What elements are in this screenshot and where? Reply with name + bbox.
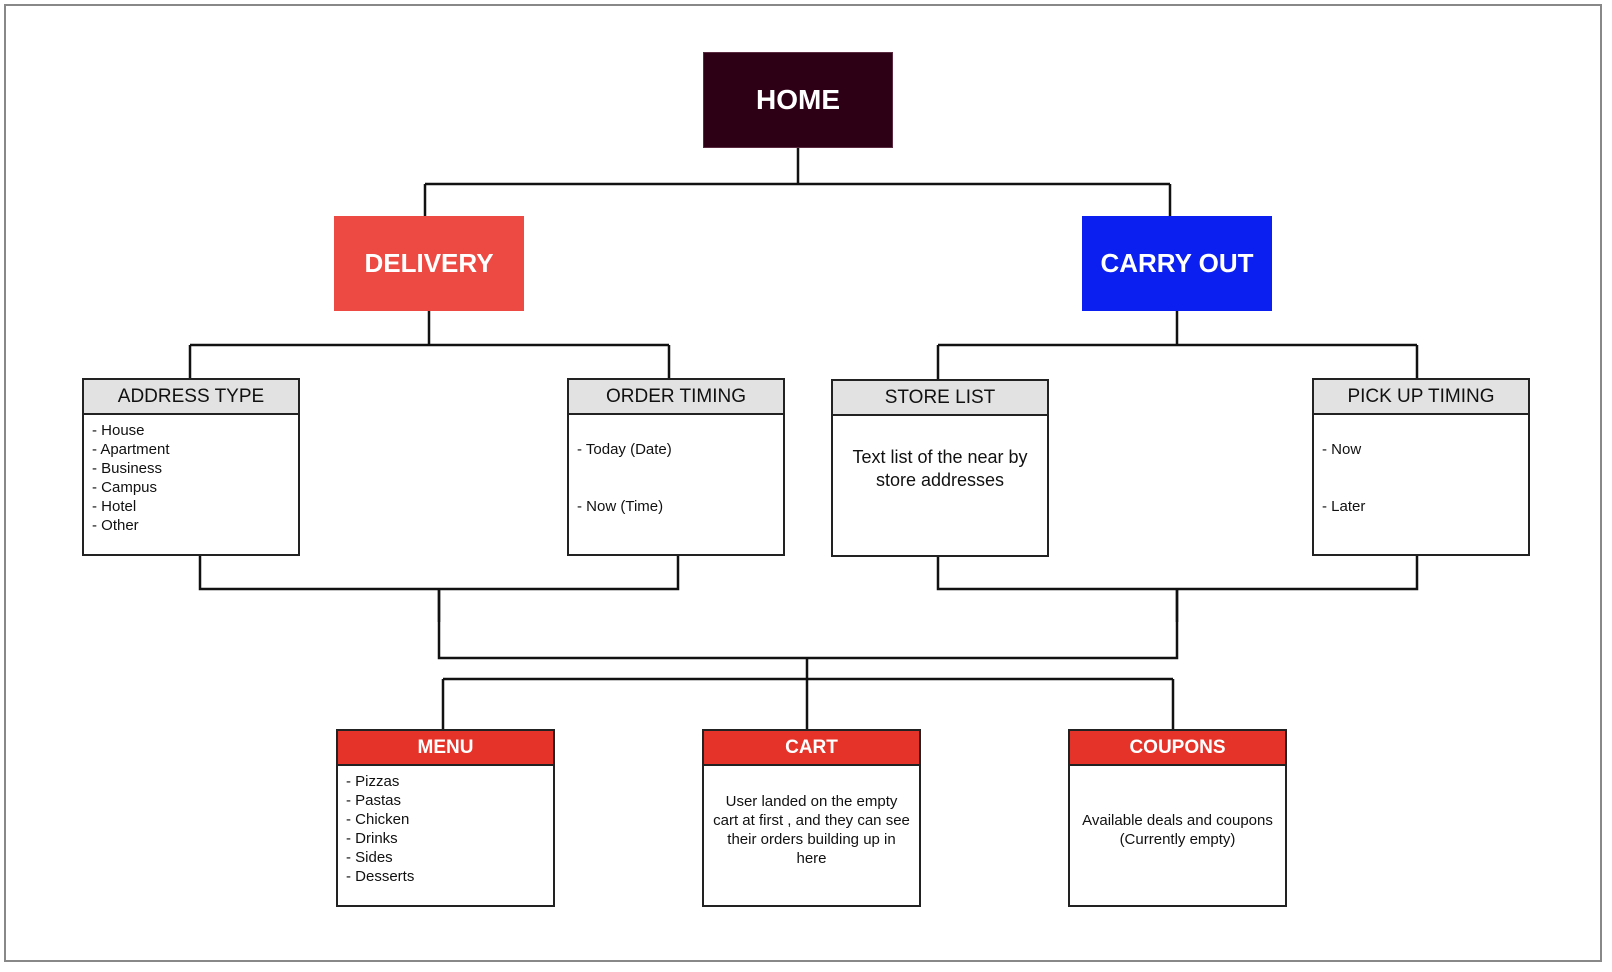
list-item: - Pizzas — [346, 773, 400, 790]
order-timing-title: ORDER TIMING — [569, 380, 783, 415]
store-list-description: Text list of the near by store addresses — [852, 447, 1028, 490]
menu-title: MENU — [338, 731, 553, 766]
cart-title: CART — [704, 731, 919, 766]
delivery-label: DELIVERY — [364, 248, 494, 278]
connector-home-to-branches — [423, 148, 1172, 216]
list-item: - Hotel — [92, 498, 137, 515]
list-item: - Now (Time) — [577, 498, 664, 515]
cart-card[interactable]: CART User landed on the empty cart at fi… — [702, 729, 921, 907]
cart-body: User landed on the empty cart at first ,… — [704, 766, 919, 905]
connector-carryout-to-children — [936, 311, 1419, 379]
order-timing-body: - Today (Date) - Now (Time) — [569, 415, 783, 555]
connector-to-bottom — [441, 658, 1175, 729]
list-item: - Later — [1322, 498, 1366, 515]
list-item: - Business — [92, 460, 163, 477]
store-list-body: Text list of the near by store addresses — [833, 416, 1047, 555]
diagram-frame — [4, 4, 1602, 962]
home-label: HOME — [756, 84, 840, 115]
coupons-title: COUPONS — [1070, 731, 1285, 766]
store-list-title: STORE LIST — [833, 381, 1047, 416]
cart-description: User landed on the empty cart at first ,… — [713, 793, 910, 867]
address-type-list: - House - Apartment - Business - Campus … — [84, 415, 298, 535]
list-item: - Now — [1322, 441, 1362, 458]
address-type-card[interactable]: ADDRESS TYPE - House - Apartment - Busin… — [82, 378, 300, 556]
order-timing-card[interactable]: ORDER TIMING - Today (Date) - Now (Time) — [567, 378, 785, 556]
list-item: - Campus — [92, 479, 158, 496]
coupons-body: Available deals and coupons (Currently e… — [1070, 766, 1285, 905]
list-item: - Desserts — [346, 868, 415, 885]
pick-up-timing-list: - Now - Later — [1314, 415, 1528, 555]
pick-up-timing-card[interactable]: PICK UP TIMING - Now - Later — [1312, 378, 1530, 556]
address-type-title: ADDRESS TYPE — [84, 380, 298, 415]
address-type-body: - House - Apartment - Business - Campus … — [84, 415, 298, 554]
carry-out-label: CARRY OUT — [1100, 248, 1254, 278]
list-item: - Apartment — [92, 441, 170, 458]
connector-joint — [437, 589, 1179, 660]
pick-up-timing-body: - Now - Later — [1314, 415, 1528, 555]
list-item: - Sides — [346, 849, 393, 866]
list-item: - Pastas — [346, 792, 402, 809]
list-item: - Chicken — [346, 811, 410, 828]
pick-up-timing-title: PICK UP TIMING — [1314, 380, 1528, 415]
menu-list: - Pizzas - Pastas - Chicken - Drinks - S… — [338, 766, 553, 886]
order-timing-list: - Today (Date) - Now (Time) — [569, 415, 783, 555]
list-item: - Today (Date) — [577, 441, 672, 458]
coupons-card[interactable]: COUPONS Available deals and coupons (Cur… — [1068, 729, 1287, 907]
menu-card[interactable]: MENU - Pizzas - Pastas - Chicken - Drink… — [336, 729, 555, 907]
carry-out-node[interactable]: CARRY OUT — [1082, 216, 1272, 311]
menu-body: - Pizzas - Pastas - Chicken - Drinks - S… — [338, 766, 553, 905]
delivery-node[interactable]: DELIVERY — [334, 216, 524, 311]
list-item: - Other — [92, 517, 139, 534]
list-item: - House — [92, 422, 145, 439]
connector-delivery-to-children — [188, 311, 671, 378]
home-node[interactable]: HOME — [703, 52, 893, 148]
coupons-description: Available deals and coupons (Currently e… — [1082, 812, 1273, 848]
store-list-card[interactable]: STORE LIST Text list of the near by stor… — [831, 379, 1049, 557]
list-item: - Drinks — [346, 830, 398, 847]
